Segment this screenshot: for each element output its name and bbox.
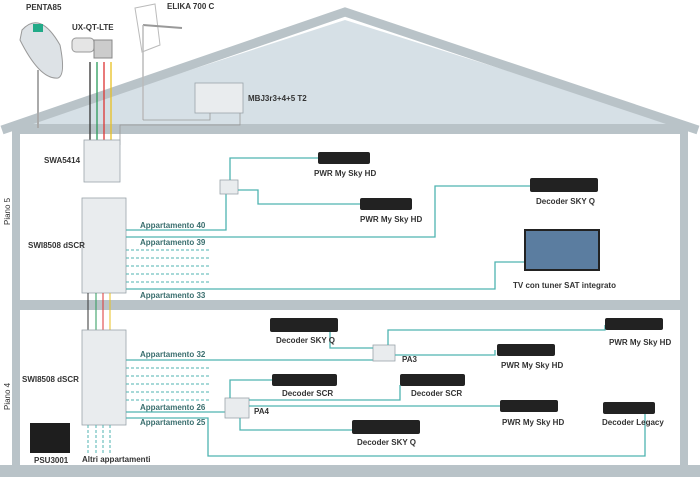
attic <box>20 20 680 125</box>
pa3-label: PA3 <box>402 355 418 364</box>
pwr1-label: PWR My Sky HD <box>314 169 376 178</box>
lnb-icon <box>71 37 113 59</box>
decoder-icon <box>400 374 465 386</box>
decoder-icon <box>272 374 337 386</box>
tv-label: TV con tuner SAT integrato <box>513 281 616 290</box>
amplifier-icon <box>194 82 244 114</box>
power-supply-icon <box>30 423 70 453</box>
skyq3-label: Decoder SKY Q <box>357 438 416 447</box>
apt-40-label: Appartamento 40 <box>140 221 206 230</box>
floor-lower-label: Piano 4 <box>3 382 12 410</box>
switch-bottom-icon <box>81 329 127 426</box>
apt-39-label: Appartamento 39 <box>140 238 206 247</box>
decoder-icon <box>605 318 663 330</box>
swa-label: SWA5414 <box>44 156 81 165</box>
roof <box>0 7 700 135</box>
legacy-label: Decoder Legacy <box>602 418 664 427</box>
apt-32-label: Appartamento 32 <box>140 350 206 359</box>
scr1-label: Decoder SCR <box>282 389 333 398</box>
pa4-label: PA4 <box>254 407 270 416</box>
pwr5-label: PWR My Sky HD <box>502 418 564 427</box>
attic-floor <box>12 124 688 134</box>
skyq1-label: Decoder SKY Q <box>536 197 595 206</box>
decoder-icon <box>603 402 655 414</box>
apt-33-label: Appartamento 33 <box>140 291 206 300</box>
apt-25-label: Appartamento 25 <box>140 418 206 427</box>
decoder-icon <box>497 344 555 356</box>
penta-label: PENTA85 <box>26 3 62 12</box>
swi-bottom-label: SWI8508 dSCR <box>22 375 79 384</box>
riser-cables <box>87 293 111 330</box>
mbj-label: MBJ3r3+4+5 T2 <box>248 94 307 103</box>
splitter-pa3-icon <box>372 344 396 362</box>
altri-label: Altri appartamenti <box>82 455 150 464</box>
decoder-icon <box>360 198 412 210</box>
floor-slab <box>12 300 688 310</box>
other-riser <box>87 425 111 455</box>
lnb-label: UX-QT-LTE <box>72 23 114 32</box>
decoder-icon <box>352 420 420 434</box>
psu-label: PSU3001 <box>34 456 69 465</box>
floor-upper-label: Piano 5 <box>3 197 12 225</box>
pwr3-label: PWR My Sky HD <box>609 338 671 347</box>
tv-icon <box>524 229 600 271</box>
swi-top-label: SWI8508 dSCR <box>28 241 85 250</box>
switch-top-icon <box>81 197 127 294</box>
pwr4-label: PWR My Sky HD <box>501 361 563 370</box>
splitter-pa4-icon <box>224 397 250 419</box>
scr2-label: Decoder SCR <box>411 389 462 398</box>
splitter-icon <box>219 179 239 195</box>
multiswitch-icon <box>83 139 121 183</box>
dish-icon <box>19 22 64 128</box>
decoder-icon <box>530 178 598 192</box>
apt-26-label: Appartamento 26 <box>140 403 206 412</box>
pwr2-label: PWR My Sky HD <box>360 215 422 224</box>
antenna-icon <box>134 3 183 120</box>
ground-slab <box>0 465 700 477</box>
lnb-cables <box>89 62 112 140</box>
decoder-icon <box>318 152 370 164</box>
skyq2-label: Decoder SKY Q <box>276 336 335 345</box>
elika-label: ELIKA 700 C <box>167 2 214 11</box>
decoder-icon <box>270 318 338 332</box>
decoder-icon <box>500 400 558 412</box>
